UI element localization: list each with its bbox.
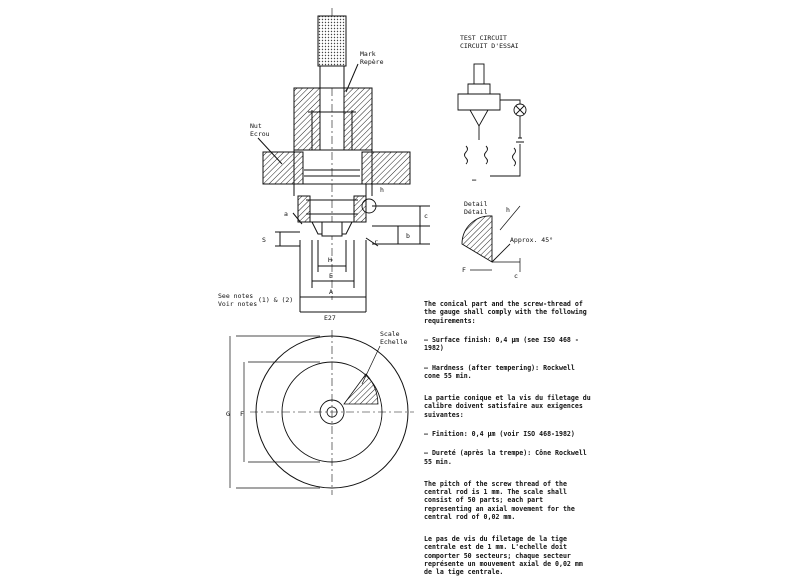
detail-h-label: h (506, 206, 510, 214)
detail-label: Detail (464, 200, 488, 208)
notes-en-pitch: The pitch of the screw thread of the cen… (424, 480, 575, 521)
s-label: S (262, 236, 266, 244)
nut-left (262, 151, 304, 185)
c-label: c (424, 212, 428, 220)
notes-ref: (1) & (2) (258, 296, 293, 304)
r-label: r (374, 238, 378, 246)
scale-label: Scale (380, 330, 400, 338)
test-circuit-title-fr: CIRCUIT D'ESSAI (460, 42, 519, 50)
a-label: a (284, 210, 288, 218)
notes-block: The conical part and the screw-thread of… (424, 292, 594, 585)
see-notes-label-fr: Voir notes (218, 300, 257, 308)
detail-label-fr: Détail (464, 208, 488, 216)
notes-en-item2: – Hardness (after tempering): Rockwell c… (424, 363, 575, 380)
h-upper-label: H (328, 256, 332, 264)
minus-sign: – (472, 176, 477, 184)
notes-fr-pitch: Le pas de vis du filetage de la tige cen… (424, 535, 583, 577)
test-circuit-title: TEST CIRCUIT (460, 34, 507, 42)
notes-fr-item1: – Finition: 0,4 µm (voir ISO 468-1982) (424, 430, 575, 439)
knurled-knob (317, 15, 347, 67)
mark-label: Mark (360, 50, 376, 58)
test-circuit (457, 63, 527, 177)
approx-label: Approx. 45° (510, 236, 553, 244)
e27-label: E27 (324, 314, 336, 322)
test-circuit-labels: TEST CIRCUIT CIRCUIT D'ESSAI – (460, 34, 519, 184)
notes-fr-intro: La partie conique et la vis du filetage … (424, 394, 591, 419)
detail-f-label: F (462, 266, 466, 274)
central-rod (319, 65, 345, 89)
b-label: b (406, 232, 410, 240)
notes-en-intro: The conical part and the screw-thread of… (424, 300, 587, 325)
a-upper-label: A (329, 288, 333, 296)
scale-wedge (343, 373, 379, 405)
nut-right (361, 151, 411, 185)
section-labels: Mark Repère Nut Ecrou h a c b r S H E A … (218, 50, 428, 322)
e-label: E (329, 272, 333, 280)
scale-label-fr: Echelle (380, 338, 407, 346)
see-notes-label: See notes (218, 292, 253, 300)
detail-h (461, 205, 521, 272)
detail-labels: Detail Détail h Approx. 45° F c (462, 200, 553, 280)
mark-label-fr: Repère (360, 58, 384, 66)
nut-label: Nut (250, 122, 262, 130)
gauge-plan-view (229, 330, 414, 495)
notes-fr-item2: – Dureté (après la trempe): Cône Rockwel… (424, 449, 587, 466)
dim-g-label: G (226, 410, 230, 418)
notes-en-item1: – Surface finish: 0,4 µm (see ISO 468 - … (424, 336, 579, 353)
detail-c-label: c (514, 272, 518, 280)
nut-label-fr: Ecrou (250, 130, 270, 138)
dim-f-label: F (240, 410, 244, 418)
plan-labels: Scale Echelle G F (226, 330, 407, 418)
gauge-section-view (257, 8, 430, 313)
technical-drawing: Mark Repère Nut Ecrou h a c b r S H E A … (218, 8, 553, 495)
h-label: h (380, 186, 384, 194)
